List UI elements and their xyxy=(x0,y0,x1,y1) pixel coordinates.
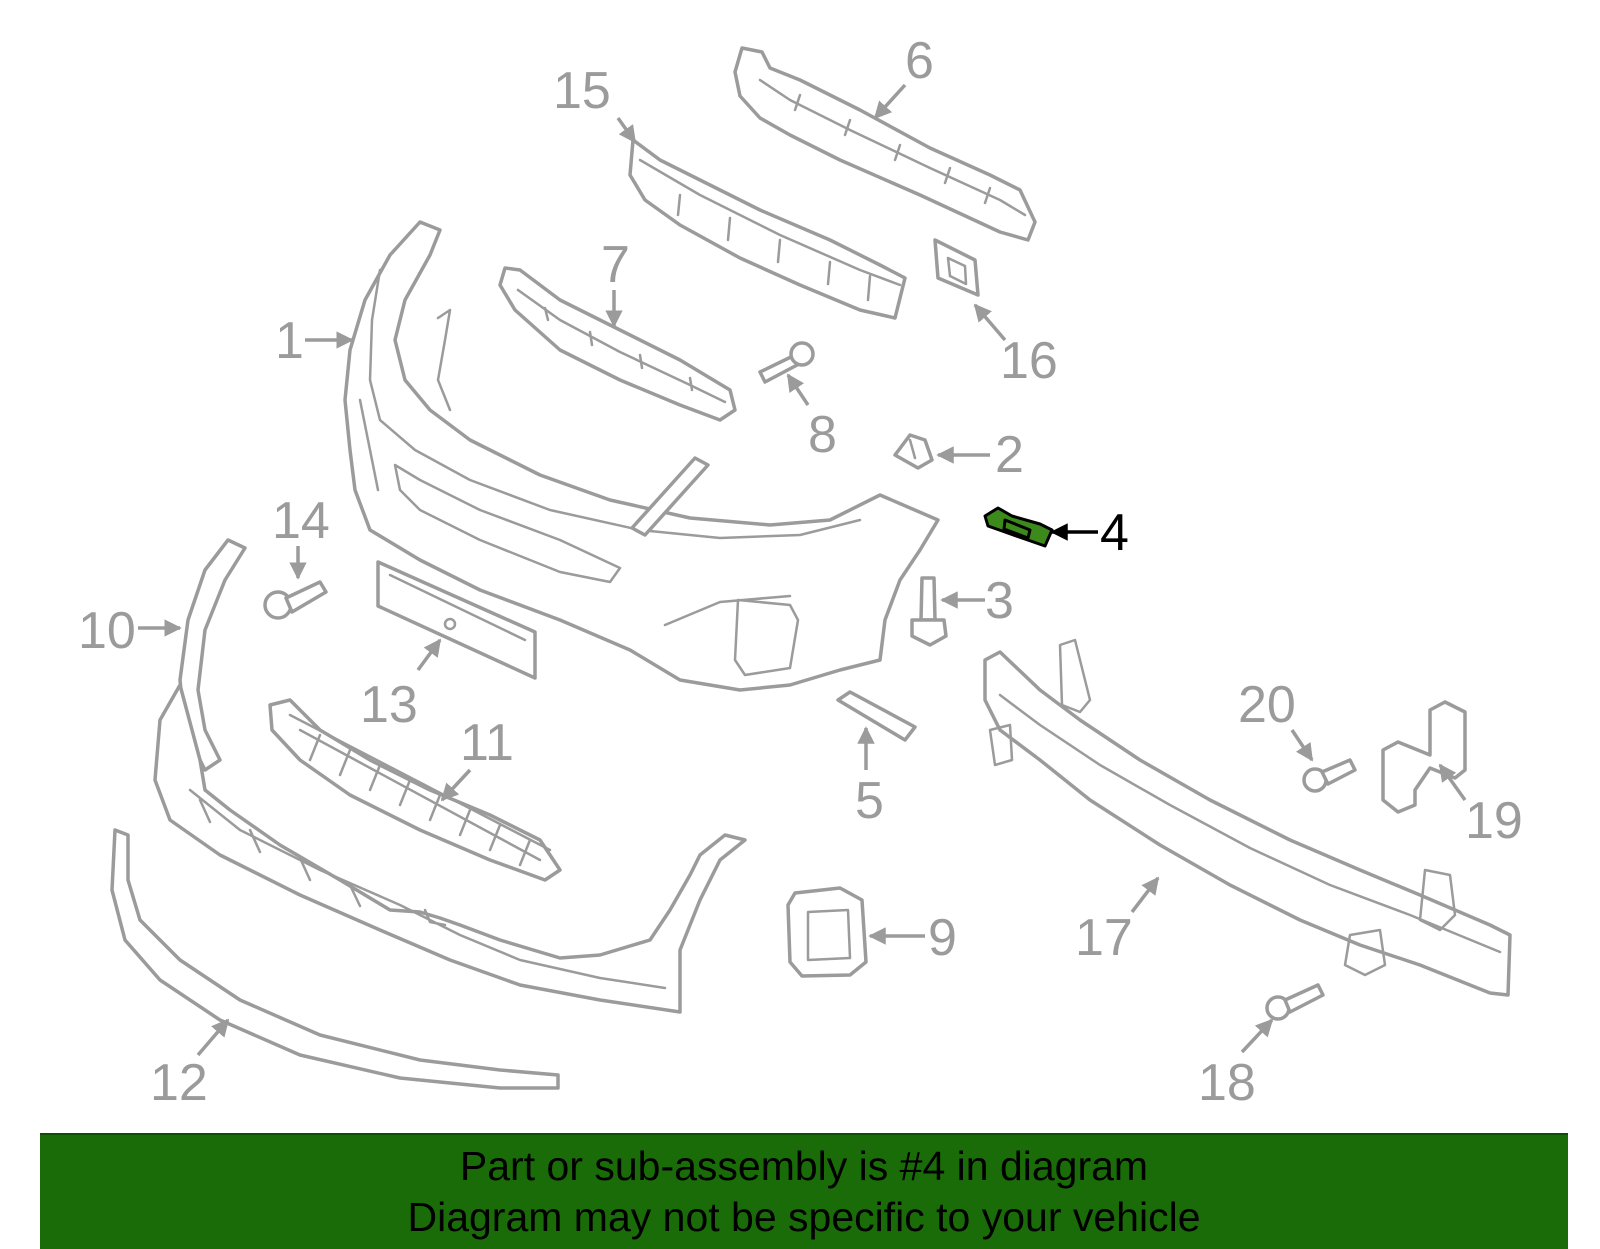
callout-13: 13 xyxy=(360,676,418,734)
callout-9: 9 xyxy=(928,909,957,967)
part-20-bolt[interactable] xyxy=(1302,758,1357,793)
callout-7: 7 xyxy=(601,236,630,294)
part-16-bracket[interactable] xyxy=(933,238,980,297)
part-5-strip[interactable] xyxy=(836,690,917,742)
leader-lines xyxy=(138,83,1467,1057)
part-1-inner-strip xyxy=(630,456,710,537)
callout-2: 2 xyxy=(995,426,1024,484)
callout-6: 6 xyxy=(905,32,934,90)
info-banner: Part or sub-assembly is #4 in diagram Di… xyxy=(40,1133,1568,1249)
part-7-grille[interactable] xyxy=(498,266,737,422)
part-15-reinforcement[interactable] xyxy=(628,138,907,320)
part-6-absorber[interactable] xyxy=(733,46,1037,242)
callout-17: 17 xyxy=(1075,909,1133,967)
part-11-lower-grille[interactable] xyxy=(268,698,562,882)
callout-11: 11 xyxy=(460,714,514,772)
callout-12: 12 xyxy=(150,1054,208,1112)
callout-14: 14 xyxy=(272,492,330,550)
callout-3: 3 xyxy=(985,572,1014,630)
callout-15: 15 xyxy=(553,62,611,120)
callouts: 15 6 7 16 1 8 2 4 14 3 10 13 11 5 20 19 … xyxy=(78,32,1523,1112)
banner-line-1: Part or sub-assembly is #4 in diagram xyxy=(459,1143,1149,1189)
callout-16: 16 xyxy=(1000,332,1058,390)
part-3-bolt[interactable] xyxy=(910,576,948,647)
callout-4-highlighted: 4 xyxy=(1100,504,1129,562)
part-12-lower-lip[interactable] xyxy=(110,828,560,1090)
part-17-beam[interactable] xyxy=(983,638,1512,997)
part-13-plate-bracket[interactable] xyxy=(376,560,537,680)
part-10-side-trim[interactable] xyxy=(178,538,247,772)
lower-bumper-fascia[interactable] xyxy=(153,683,747,1014)
callout-20: 20 xyxy=(1238,676,1296,734)
part-9-fog-trim[interactable] xyxy=(786,886,868,978)
callout-8: 8 xyxy=(808,406,837,464)
part-8-bolt[interactable] xyxy=(758,341,815,384)
part-19-bracket[interactable] xyxy=(1381,700,1467,814)
part-14-screw[interactable] xyxy=(263,580,328,620)
part-2-clip[interactable] xyxy=(893,433,934,470)
callout-10: 10 xyxy=(78,602,136,660)
banner-line-2: Diagram may not be specific to your vehi… xyxy=(407,1194,1201,1240)
callout-5: 5 xyxy=(855,772,884,830)
callout-1: 1 xyxy=(275,312,304,370)
part-1-bumper-cover[interactable] xyxy=(343,220,940,692)
part-18-bolt[interactable] xyxy=(1265,983,1325,1021)
part-4-bracket-highlighted[interactable] xyxy=(983,506,1054,548)
callout-19: 19 xyxy=(1465,792,1523,850)
callout-18: 18 xyxy=(1198,1054,1256,1112)
